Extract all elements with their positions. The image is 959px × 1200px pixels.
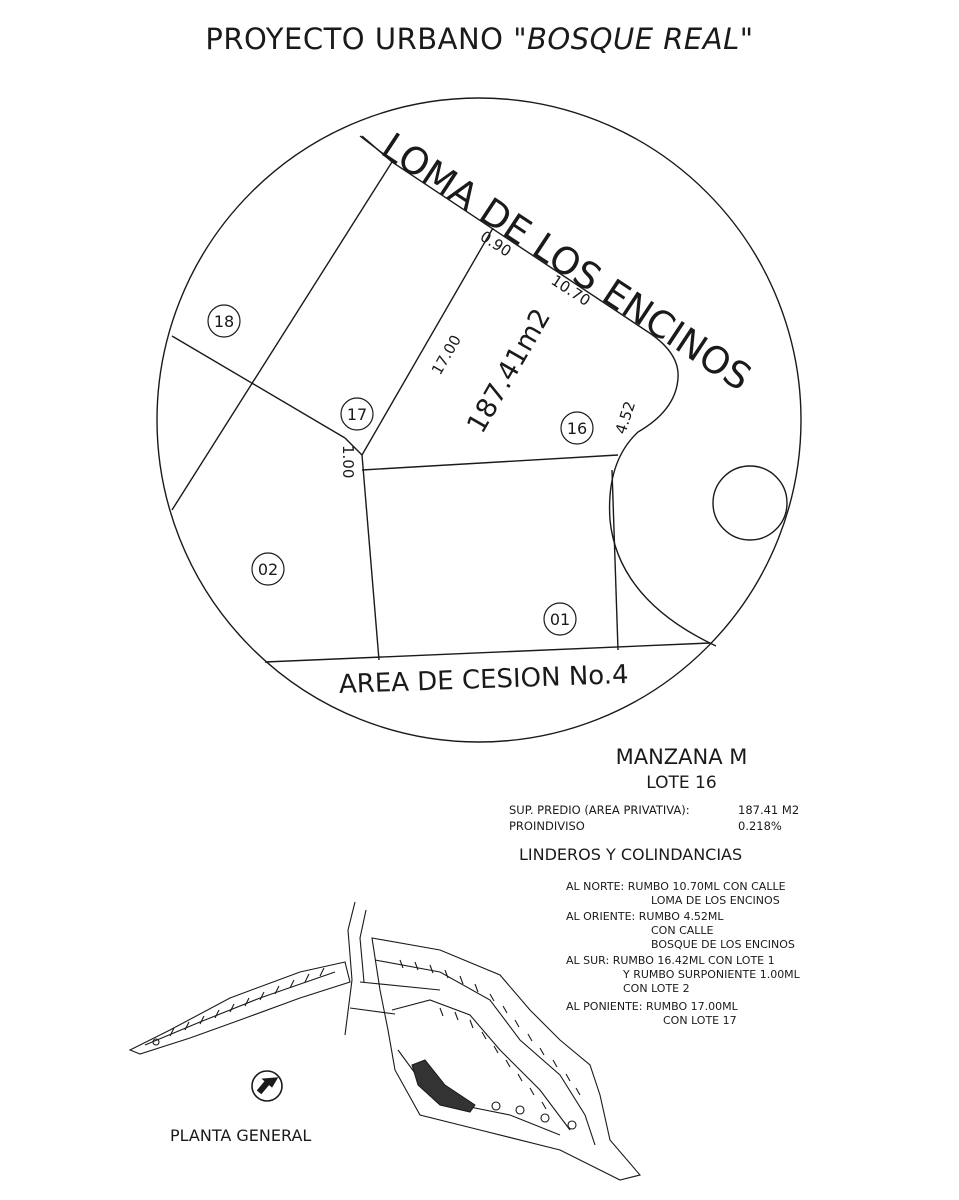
lindero-oriente-1: AL ORIENTE: RUMBO 4.52ML — [566, 910, 724, 923]
site-plan-drawing — [128, 901, 641, 1181]
site-west-street — [144, 971, 336, 1046]
dimension-452: 4.52 — [612, 399, 639, 436]
lot-number-18: 18 — [214, 312, 234, 331]
lot-number-01: 01 — [550, 610, 570, 629]
site-culdesac-4 — [567, 1120, 577, 1130]
cul-de-sac-boundary — [608, 431, 717, 647]
proindiviso-label: PROINDIVISO — [509, 819, 585, 833]
title-project-name: "BOSQUE REAL" — [513, 22, 754, 56]
site-park-area — [411, 1059, 476, 1113]
lot-marker-18 — [207, 304, 241, 338]
street-edge — [359, 135, 395, 163]
lindero-sur-3: CON LOTE 2 — [623, 982, 690, 995]
lindero-norte-2: LOMA DE LOS ENCINOS — [651, 894, 780, 907]
site-culdesac-1 — [491, 1101, 501, 1111]
lindero-poniente-2: CON LOTE 17 — [663, 1014, 737, 1027]
dimension-1700: 17.00 — [428, 332, 465, 378]
lindero-poniente-1: AL PONIENTE: RUMBO 17.00ML — [566, 1000, 738, 1013]
title-prefix: PROYECTO URBANO — [205, 22, 504, 56]
manzana-heading: MANZANA M — [615, 745, 748, 769]
site-main-outline — [371, 937, 641, 1181]
lindero-norte-1: AL NORTE: RUMBO 10.70ML CON CALLE — [566, 880, 786, 893]
site-culdesac-5 — [152, 1038, 160, 1046]
area-cesion-boundary — [264, 642, 711, 663]
lote-heading: LOTE 16 — [646, 773, 717, 793]
lot-area-label: 187.41m2 — [461, 304, 557, 439]
site-culdesac-3 — [540, 1113, 550, 1123]
lot-line-18-17 — [171, 335, 346, 439]
lindero-oriente-3: BOSQUE DE LOS ENCINOS — [651, 938, 795, 951]
lot-marker-16 — [560, 411, 594, 445]
street-boundary-north — [361, 135, 679, 433]
linderos-title: LINDEROS Y COLINDANCIAS — [519, 845, 743, 864]
sup-value: 187.41 M2 — [738, 803, 800, 817]
lot-marker-02 — [251, 552, 285, 586]
north-arrow-icon — [251, 1070, 283, 1102]
lindero-sur-1: AL SUR: RUMBO 16.42ML CON LOTE 1 — [566, 954, 775, 967]
lot-plan-drawing: LOMA DE LOS ENCINOS AREA DE CESION No.4 … — [156, 97, 802, 743]
lot-line-18-02 — [171, 161, 393, 511]
lot-marker-17 — [340, 397, 374, 431]
lot-line-poniente-17 — [361, 227, 494, 456]
site-access-road-right — [359, 909, 367, 983]
lot-number-17: 17 — [347, 405, 367, 424]
plan-circle-border — [156, 97, 802, 743]
lot-line-01-east — [611, 469, 619, 651]
lot-number-16: 16 — [567, 419, 587, 438]
site-west-arm-outline — [128, 961, 351, 1055]
roundabout-island — [712, 465, 788, 541]
lot-line-02-01 — [361, 454, 380, 661]
site-plan-label: PLANTA GENERAL — [170, 1126, 312, 1145]
sup-label: SUP. PREDIO (AREA PRIVATIVA): — [509, 803, 690, 817]
lindero-oriente-2: CON CALLE — [651, 924, 714, 937]
site-cross-street-2 — [349, 1007, 396, 1015]
site-main-street-1 — [374, 959, 596, 1146]
lot-line-surponiente — [344, 437, 363, 456]
proindiviso-value: 0.218% — [738, 819, 782, 833]
street-label-north: LOMA DE LOS ENCINOS — [374, 125, 759, 400]
site-access-road-left — [344, 901, 356, 1036]
site-west-lots — [169, 967, 325, 1037]
lot-number-02: 02 — [258, 560, 278, 579]
lindero-sur-2: Y RUMBO SURPONIENTE 1.00ML — [623, 968, 800, 981]
area-cesion-label: AREA DE CESION No.4 — [338, 660, 629, 700]
site-main-lots-1 — [399, 959, 581, 1096]
lot-line-sur-16 — [361, 454, 619, 471]
site-cross-street — [359, 981, 441, 991]
site-main-street-2 — [391, 999, 571, 1131]
lot-marker-01 — [543, 602, 577, 636]
site-main-lots-2 — [439, 1007, 547, 1110]
site-culdesac-2 — [515, 1105, 525, 1115]
page-title: PROYECTO URBANO "BOSQUE REAL" — [0, 22, 959, 56]
dimension-100: 1.00 — [339, 445, 357, 478]
